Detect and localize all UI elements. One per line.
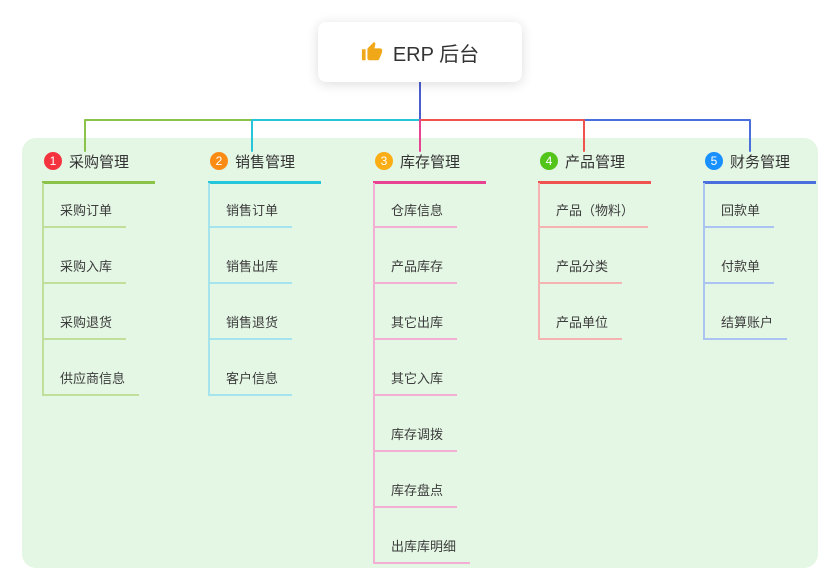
mindmap-node[interactable]: 采购订单 [44, 183, 139, 228]
root-label: ERP 后台 [392, 43, 480, 66]
thumbs-up-icon [361, 41, 382, 61]
branch-label: 产品管理 [565, 153, 626, 171]
mindmap-node[interactable]: 客户信息 [210, 340, 293, 396]
branch-label: 销售管理 [235, 153, 296, 171]
branch-header-purchase[interactable]: 1 采购管理 [42, 150, 156, 184]
mindmap-node[interactable]: 销售出库 [210, 228, 293, 284]
branch-badge: 5 [705, 152, 723, 170]
mindmap-node[interactable]: 销售订单 [210, 183, 293, 228]
mindmap-node[interactable]: 仓库信息 [375, 183, 470, 228]
branch-header-inventory[interactable]: 3 库存管理 [373, 150, 487, 184]
branches-background-panel [22, 138, 818, 568]
branch-label: 采购管理 [69, 153, 130, 171]
mindmap-node[interactable]: 产品单位 [540, 284, 648, 340]
branch-badge: 2 [210, 152, 228, 170]
mindmap-node[interactable]: 库存盘点 [375, 452, 470, 508]
branch-children: 回款单 付款单 结算账户 [703, 183, 788, 340]
branch-header-sales[interactable]: 2 销售管理 [208, 150, 322, 184]
mindmap-node[interactable]: 采购退货 [44, 284, 139, 340]
branch-header-product[interactable]: 4 产品管理 [538, 150, 652, 184]
mindmap-node[interactable]: 其它入库 [375, 340, 470, 396]
root-node[interactable]: ERP 后台 [318, 22, 522, 82]
mindmap-node[interactable]: 库存调拨 [375, 396, 470, 452]
branch-children: 销售订单 销售出库 销售退货 客户信息 [208, 183, 293, 396]
branch-children: 产品（物料） 产品分类 产品单位 [538, 183, 649, 340]
mindmap-node[interactable]: 回款单 [705, 183, 787, 228]
mindmap-node[interactable]: 付款单 [705, 228, 787, 284]
mindmap-node[interactable]: 结算账户 [705, 284, 788, 340]
mindmap-node[interactable]: 产品库存 [375, 228, 470, 284]
branch-label: 财务管理 [730, 153, 791, 171]
branch-badge: 1 [44, 152, 62, 170]
branch-label: 库存管理 [400, 153, 461, 171]
mindmap-node[interactable]: 采购入库 [44, 228, 139, 284]
branch-children: 仓库信息 产品库存 其它出库 其它入库 库存调拨 库存盘点 出库库明细 [373, 183, 471, 564]
mindmap-node[interactable]: 出库库明细 [375, 508, 471, 564]
mindmap-node[interactable]: 供应商信息 [44, 340, 140, 396]
mindmap-node[interactable]: 产品（物料） [540, 183, 649, 228]
mindmap-node[interactable]: 其它出库 [375, 284, 470, 340]
branch-children: 采购订单 采购入库 采购退货 供应商信息 [42, 183, 140, 396]
mindmap-node[interactable]: 产品分类 [540, 228, 648, 284]
branch-header-finance[interactable]: 5 财务管理 [703, 150, 817, 184]
branch-badge: 3 [375, 152, 393, 170]
branch-badge: 4 [540, 152, 558, 170]
mindmap-node[interactable]: 销售退货 [210, 284, 293, 340]
